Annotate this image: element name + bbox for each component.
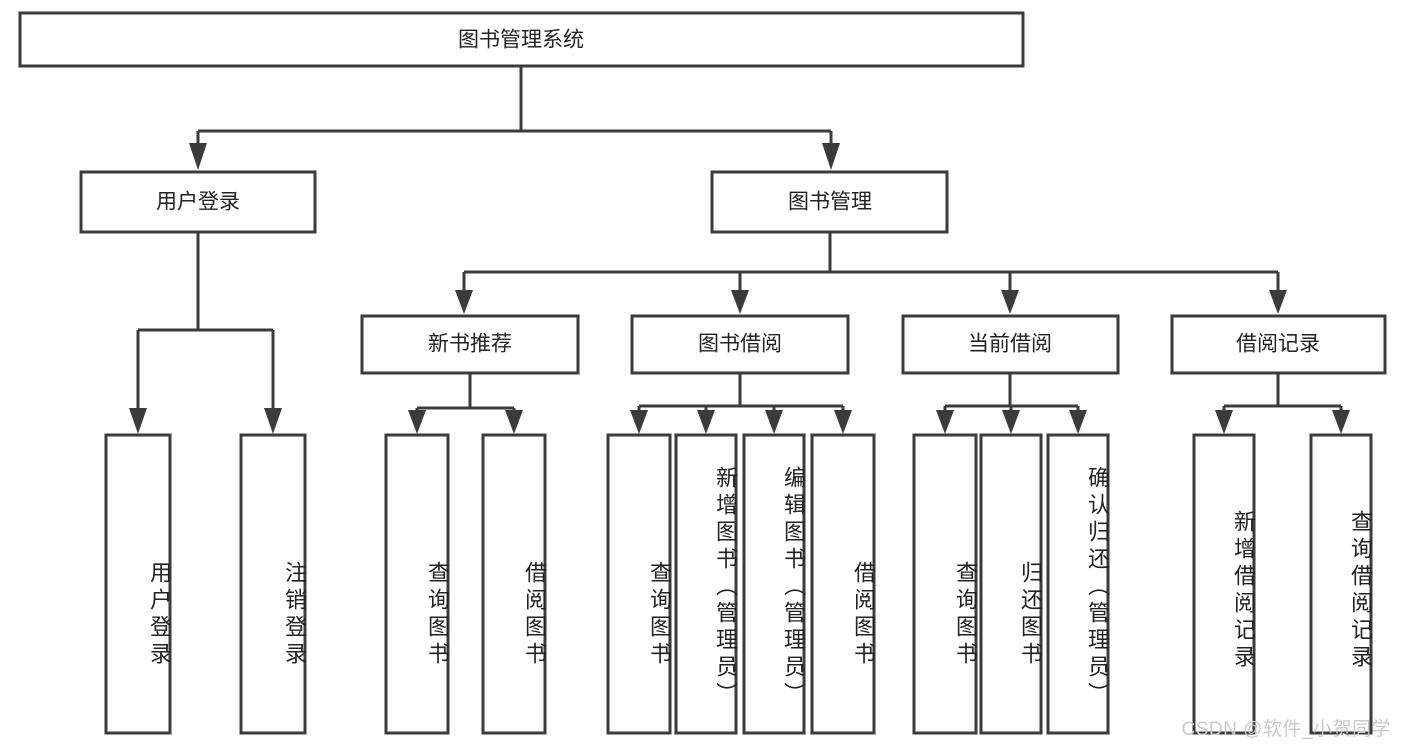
arrow-to-current-borrow (1001, 290, 1019, 314)
arrow-to-leaf-query-book-2 (630, 410, 648, 434)
arrow-to-book-manage (822, 143, 840, 170)
node-book-borrow[interactable]: 图书借阅 (630, 314, 850, 375)
arrow-to-leaf-confirm-return (1069, 410, 1087, 434)
connector-current-borrow-to-leaves (936, 373, 1087, 434)
book-manage-box[interactable] (710, 170, 949, 234)
leaf-box-borrow-book-2[interactable] (810, 433, 876, 735)
node-current-borrow[interactable]: 当前借阅 (901, 314, 1120, 375)
arrow-to-new-book-recommend (455, 290, 473, 314)
arrow-to-leaf-add-book (697, 410, 715, 434)
arrow-to-book-borrow (731, 290, 749, 314)
user-login-label: 用户登录 (156, 191, 240, 214)
leaf-label-confirm-return: 确认归还（管理员） (1085, 465, 1110, 709)
arrow-to-leaf-query-book-1 (408, 410, 426, 434)
arrow-to-leaf-query-book-3 (936, 410, 954, 434)
new-book-recommend-label: 新书推荐 (428, 333, 512, 356)
borrow-records-label: 借阅记录 (1236, 333, 1320, 356)
arrow-to-leaf-borrow-book-2 (834, 410, 852, 434)
connector-borrow-records-to-leaves (1215, 373, 1350, 434)
root-box[interactable] (18, 11, 1025, 68)
leaf-label-logout: 注销登录 (282, 561, 307, 669)
book-borrow-box[interactable] (630, 314, 850, 375)
leaf-label-query-book-2: 查询图书 (647, 561, 672, 669)
borrow-records-box[interactable] (1170, 314, 1387, 375)
leaf-box-user-login[interactable] (104, 433, 172, 735)
csdn-watermark: CSDN @软件_小贺同学 (1181, 719, 1391, 740)
leaf-box-query-book-3[interactable] (912, 433, 978, 735)
node-root[interactable]: 图书管理系统 (18, 11, 1025, 68)
leaf-label-return-book: 归还图书 (1018, 561, 1043, 669)
book-manage-label: 图书管理 (788, 191, 872, 214)
node-borrow-records[interactable]: 借阅记录 (1170, 314, 1387, 375)
node-book-manage[interactable]: 图书管理 (710, 170, 949, 234)
node-new-book-recommend[interactable]: 新书推荐 (360, 314, 580, 375)
leaf-label-query-book-1: 查询图书 (425, 561, 450, 669)
leaf-box-query-book-2[interactable] (606, 433, 672, 735)
leaf-box-add-book[interactable] (674, 433, 738, 735)
connector-book-manage-to-level3 (455, 232, 1287, 314)
leaf-box-query-book-1[interactable] (384, 433, 450, 735)
arrow-to-user-login (189, 143, 207, 170)
arrow-to-leaf-query-borrow-record (1332, 410, 1350, 434)
new-book-recommend-box[interactable] (360, 314, 580, 375)
leaf-label-user-login: 用户登录 (147, 561, 172, 669)
leaf-label-borrow-book-1: 借阅图书 (522, 561, 547, 669)
node-user-login[interactable]: 用户登录 (79, 170, 317, 234)
user-login-box[interactable] (79, 170, 317, 234)
current-borrow-label: 当前借阅 (968, 333, 1052, 356)
arrow-to-leaf-logout (264, 408, 282, 434)
arrow-to-borrow-records (1269, 290, 1287, 314)
connector-book-borrow-to-leaves (630, 373, 852, 434)
leaf-label-add-book: 新增图书（管理员） (713, 465, 738, 709)
leaf-box-logout[interactable] (239, 433, 307, 735)
leaf-box-edit-book[interactable] (742, 433, 806, 735)
arrow-to-leaf-user-login (129, 408, 147, 434)
leaf-box-add-borrow-record[interactable] (1192, 433, 1256, 735)
leaf-label-borrow-book-2: 借阅图书 (851, 561, 876, 669)
arrow-to-leaf-borrow-book-1 (505, 410, 523, 434)
connector-root-to-level2 (189, 66, 840, 170)
leaf-box-confirm-return[interactable] (1046, 433, 1110, 735)
root-label: 图书管理系统 (458, 29, 584, 52)
connector-new-book-recommend-to-leaves (408, 373, 523, 434)
arrow-to-leaf-edit-book (765, 410, 783, 434)
book-borrow-label: 图书借阅 (698, 333, 782, 356)
leaf-box-query-borrow-record[interactable] (1309, 433, 1373, 735)
leaf-label-add-borrow-record: 新增借阅记录 (1231, 509, 1256, 672)
leaf-label-query-borrow-record: 查询借阅记录 (1348, 509, 1373, 672)
leaf-label-query-book-3: 查询图书 (953, 561, 978, 669)
arrow-to-leaf-return-book (1002, 410, 1020, 434)
leaf-box-return-book[interactable] (979, 433, 1043, 735)
leaf-label-edit-book: 编辑图书（管理员） (781, 465, 806, 709)
arrow-to-leaf-add-borrow-record (1215, 410, 1233, 434)
connector-user-login-to-leaves (129, 232, 282, 434)
leaf-box-borrow-book-1[interactable] (481, 433, 547, 735)
